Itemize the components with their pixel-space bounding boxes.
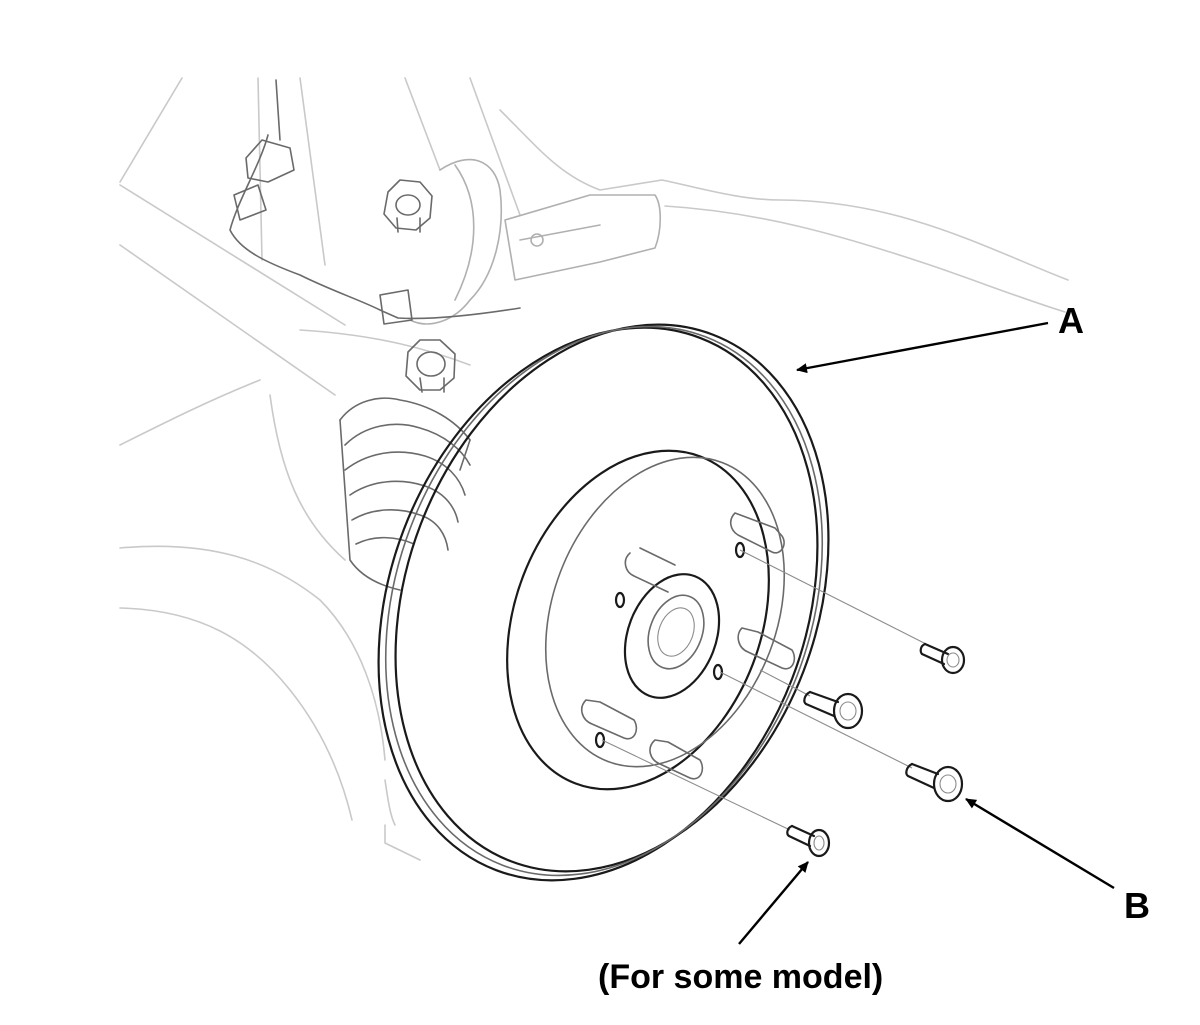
upper-nut: [383, 179, 433, 233]
screw-guide-lines: [601, 549, 931, 831]
cv-boot: [339, 397, 471, 591]
callout-b-label: B: [1124, 885, 1150, 926]
screw-optional: [786, 824, 831, 858]
leader-a: [796, 321, 1049, 374]
lower-nut: [405, 339, 456, 393]
leader-b: [965, 797, 1115, 890]
callout-a-label: A: [1058, 300, 1084, 341]
screw: [803, 690, 864, 730]
screw-b: [905, 762, 964, 803]
wheel-stud: [580, 512, 796, 780]
suspension-background: [119, 77, 1069, 861]
brake-disc: [377, 323, 830, 882]
callout-note-label: (For some model): [598, 958, 883, 996]
leader-note: [738, 861, 809, 945]
screw: [919, 642, 966, 675]
